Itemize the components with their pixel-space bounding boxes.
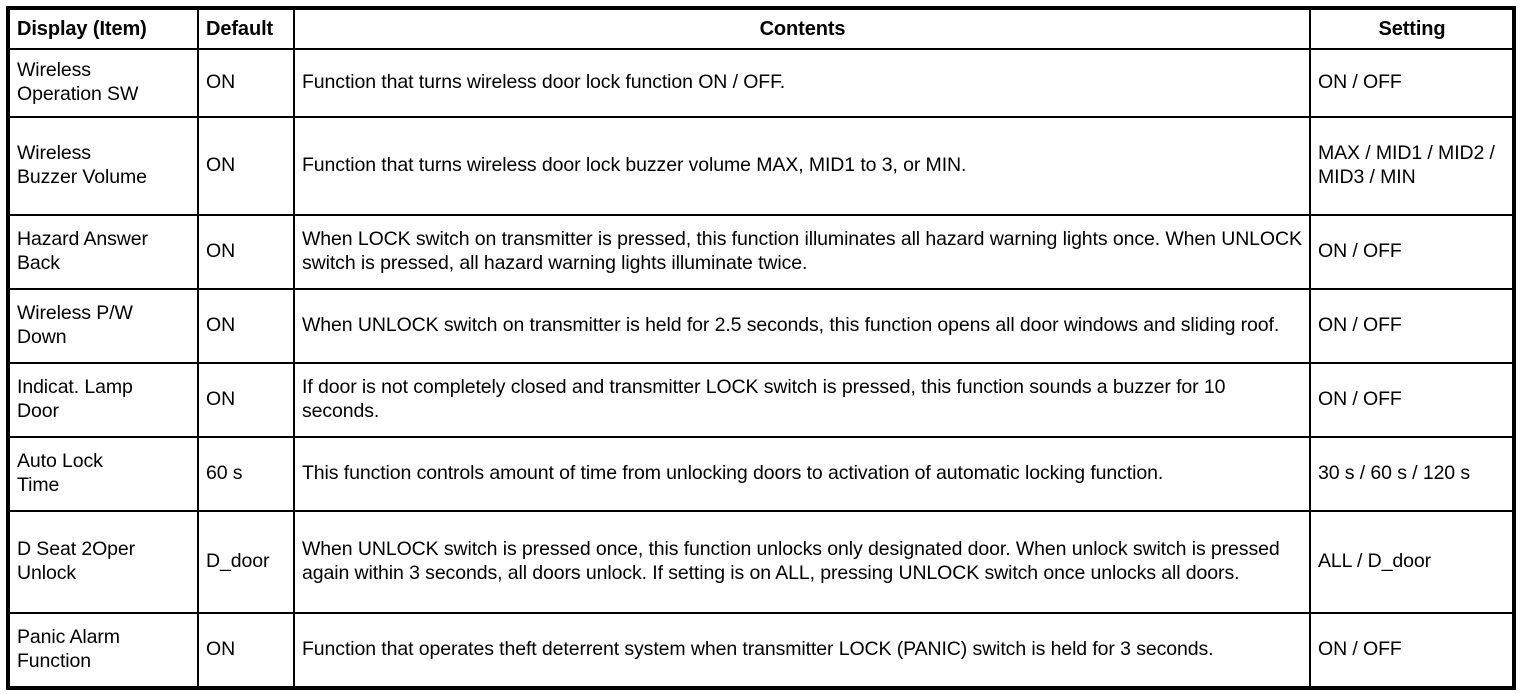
cell-display-item: Indicat. Lamp Door: [7, 362, 199, 438]
table-body: Wireless Operation SW ON Function that t…: [7, 48, 1515, 689]
table-header: Display (Item) Default Contents Setting: [7, 7, 1515, 50]
table-row: Indicat. Lamp Door ON If door is not com…: [7, 362, 1515, 438]
cell-default: ON: [197, 362, 295, 438]
cell-display-item: Auto Lock Time: [7, 436, 199, 512]
cell-setting: MAX / MID1 / MID2 / MID3 / MIN: [1309, 116, 1515, 216]
cell-contents: When UNLOCK switch on transmitter is hel…: [293, 288, 1311, 364]
cell-default: D_door: [197, 510, 295, 614]
cell-default: ON: [197, 48, 295, 118]
table-row: Auto Lock Time 60 s This function contro…: [7, 436, 1515, 512]
table-row: D Seat 2Oper Unlock D_door When UNLOCK s…: [7, 510, 1515, 614]
cell-contents: This function controls amount of time fr…: [293, 436, 1311, 512]
cell-display-item: Wireless P/W Down: [7, 288, 199, 364]
column-header-display-item: Display (Item): [7, 7, 199, 50]
cell-display-item: Panic Alarm Function: [7, 612, 199, 689]
cell-setting: 30 s / 60 s / 120 s: [1309, 436, 1515, 512]
cell-display-item: Hazard Answer Back: [7, 214, 199, 290]
cell-contents: If door is not completely closed and tra…: [293, 362, 1311, 438]
cell-setting: ON / OFF: [1309, 612, 1515, 689]
cell-contents: When LOCK switch on transmitter is press…: [293, 214, 1311, 290]
cell-display-item: D Seat 2Oper Unlock: [7, 510, 199, 614]
cell-display-item: Wireless Operation SW: [7, 48, 199, 118]
cell-default: ON: [197, 612, 295, 689]
cell-setting: ALL / D_door: [1309, 510, 1515, 614]
cell-contents: Function that operates theft deterrent s…: [293, 612, 1311, 689]
table-header-row: Display (Item) Default Contents Setting: [7, 7, 1515, 50]
column-header-setting: Setting: [1309, 7, 1515, 50]
cell-setting: ON / OFF: [1309, 214, 1515, 290]
cell-display-item: Wireless Buzzer Volume: [7, 116, 199, 216]
cell-default: ON: [197, 288, 295, 364]
table-row: Wireless Buzzer Volume ON Function that …: [7, 116, 1515, 216]
table-row: Hazard Answer Back ON When LOCK switch o…: [7, 214, 1515, 290]
table-row: Wireless P/W Down ON When UNLOCK switch …: [7, 288, 1515, 364]
column-header-default: Default: [197, 7, 295, 50]
cell-setting: ON / OFF: [1309, 362, 1515, 438]
cell-contents: When UNLOCK switch is pressed once, this…: [293, 510, 1311, 614]
table-row: Panic Alarm Function ON Function that op…: [7, 612, 1515, 689]
cell-contents: Function that turns wireless door lock f…: [293, 48, 1311, 118]
cell-default: ON: [197, 214, 295, 290]
cell-default: 60 s: [197, 436, 295, 512]
settings-specification-table: Display (Item) Default Contents Setting …: [6, 6, 1516, 690]
column-header-contents: Contents: [293, 7, 1311, 50]
cell-default: ON: [197, 116, 295, 216]
cell-setting: ON / OFF: [1309, 48, 1515, 118]
cell-contents: Function that turns wireless door lock b…: [293, 116, 1311, 216]
table-row: Wireless Operation SW ON Function that t…: [7, 48, 1515, 118]
cell-setting: ON / OFF: [1309, 288, 1515, 364]
